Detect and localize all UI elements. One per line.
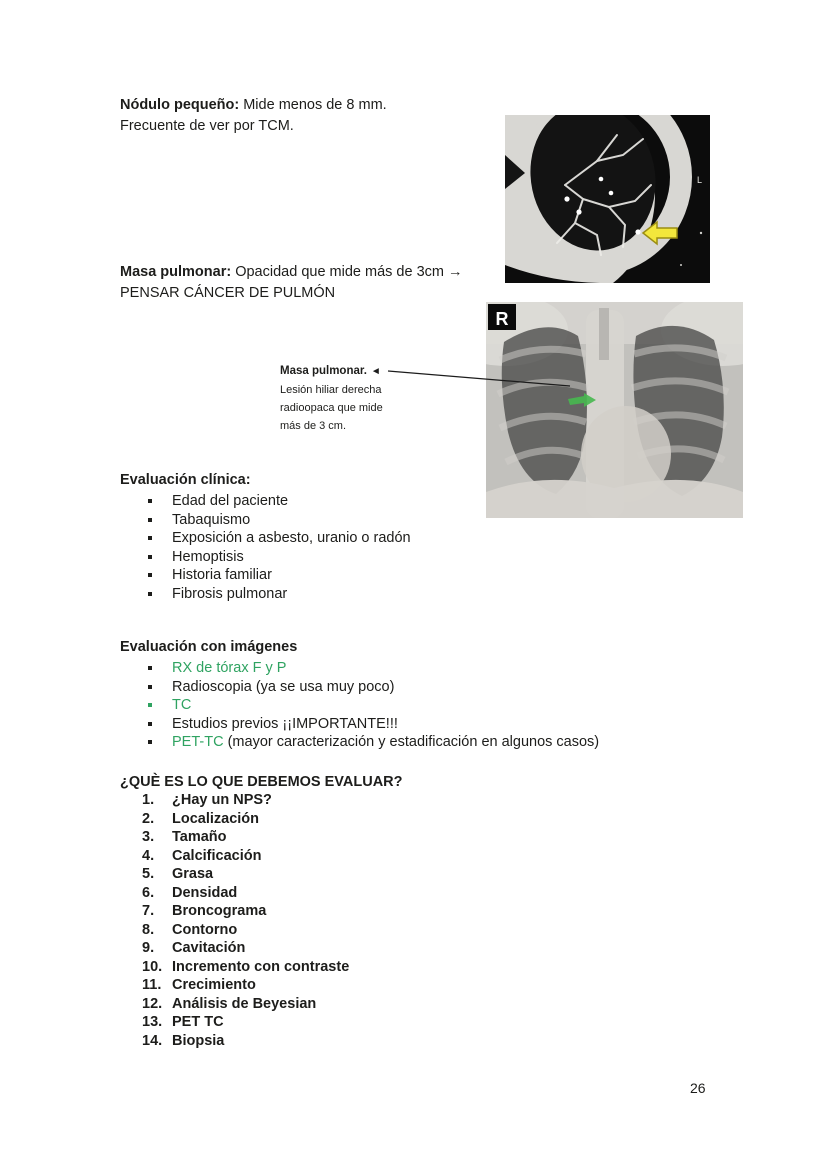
- list-item: Historia familiar: [120, 566, 411, 585]
- lung-nodule-dot: [635, 229, 641, 235]
- numbered-item: 4.Calcificación: [142, 847, 262, 864]
- callout-line: más de 3 cm.: [280, 420, 347, 432]
- ct-side-marker: L: [697, 175, 702, 185]
- list-item: RX de tórax F y P: [120, 659, 599, 678]
- list-item: Hemoptisis: [120, 548, 411, 567]
- evaluate-numbered-list: 1.¿Hay un NPS? 2.Localización 3.Tamaño 4…: [120, 791, 349, 1050]
- list-item: Edad del paciente: [120, 492, 411, 511]
- masa-label: Masa pulmonar:: [120, 264, 232, 280]
- masa-line1: Masa pulmonar: Opacidad que mide más de …: [120, 262, 463, 283]
- list-item: Tabaquismo: [120, 511, 411, 530]
- numbered-item: 5.Grasa: [142, 866, 214, 882]
- numbered-item: 12.Análisis de Beyesian: [142, 995, 317, 1012]
- numbered-item: 2.Localización: [142, 810, 260, 827]
- yellow-arrow-icon: [641, 220, 678, 246]
- numbered-item: 7.Broncograma: [142, 903, 267, 919]
- list-item: Estudios previos ¡¡IMPORTANTE!!!: [120, 715, 599, 734]
- nodulo-label: Nódulo pequeño:: [120, 97, 240, 113]
- list-item: TC: [120, 696, 599, 715]
- masa-paragraph: Masa pulmonar: Opacidad que mide más de …: [120, 262, 463, 304]
- nodulo-line1: Nódulo pequeño: Mide menos de 8 mm.: [120, 95, 387, 116]
- masa-text: Opacidad que mide más de 3cm →: [231, 264, 463, 280]
- imaging-evaluation-heading: Evaluación con imágenes: [120, 639, 298, 655]
- numbered-item: 3.Tamaño: [142, 829, 227, 845]
- numbered-item: 10.Incremento con contraste: [142, 958, 350, 975]
- evaluate-heading: ¿QUÈ ES LO QUE DEBEMOS EVALUAR?: [120, 774, 403, 790]
- clinical-evaluation-heading: Evaluación clínica:: [120, 472, 251, 488]
- callout-title-line: Masa pulmonar.◄: [280, 362, 400, 381]
- callout-line: radioopaca que mide: [280, 402, 383, 414]
- nodulo-line2: Frecuente de ver por TCM.: [120, 118, 294, 134]
- ct-vessels: [556, 134, 652, 256]
- numbered-item: 14.Biopsia: [142, 1032, 225, 1049]
- numbered-item: 13.PET TC: [142, 1014, 224, 1030]
- numbered-item: 9.Cavitación: [142, 940, 246, 956]
- xray-marker-box: [488, 304, 516, 330]
- imaging-evaluation-list: RX de tórax F y P Radioscopia (ya se usa…: [120, 659, 599, 752]
- list-item: Exposición a asbesto, uranio o radón: [120, 529, 411, 548]
- list-item: PET-TC (mayor caracterización y estadifi…: [120, 733, 599, 752]
- callout-title: Masa pulmonar.: [280, 365, 367, 377]
- nodulo-paragraph: Nódulo pequeño: Mide menos de 8 mm. Frec…: [120, 95, 387, 137]
- numbered-item: 1.¿Hay un NPS?: [142, 792, 272, 808]
- green-arrow-icon: [568, 393, 596, 407]
- ct-scan-image: L: [505, 115, 710, 283]
- chest-xray-image: R: [486, 302, 743, 518]
- numbered-item: 11.Crecimiento: [142, 977, 256, 993]
- page-number: 26: [690, 1080, 706, 1096]
- xray-side-marker: R: [496, 309, 509, 329]
- list-item: Radioscopia (ya se usa muy poco): [120, 678, 599, 697]
- nodulo-text: Mide menos de 8 mm.: [239, 97, 387, 113]
- chest-xray-graphic: R: [486, 302, 743, 518]
- callout-line: Lesión hiliar derecha: [280, 384, 382, 396]
- left-arrowhead-icon: ◄: [370, 366, 381, 377]
- ct-vessel-dots: [564, 176, 614, 215]
- ct-scan-graphic: L: [505, 115, 710, 283]
- rib-lines: [496, 344, 730, 466]
- list-item: Fibrosis pulmonar: [120, 585, 411, 604]
- clinical-evaluation-list: Edad del paciente Tabaquismo Exposición …: [120, 492, 411, 603]
- xray-callout: Masa pulmonar.◄ Lesión hiliar derecha ra…: [280, 362, 400, 435]
- numbered-item: 8.Contorno: [142, 921, 238, 938]
- numbered-item: 6.Densidad: [142, 884, 238, 901]
- masa-line2: PENSAR CÁNCER DE PULMÓN: [120, 285, 336, 301]
